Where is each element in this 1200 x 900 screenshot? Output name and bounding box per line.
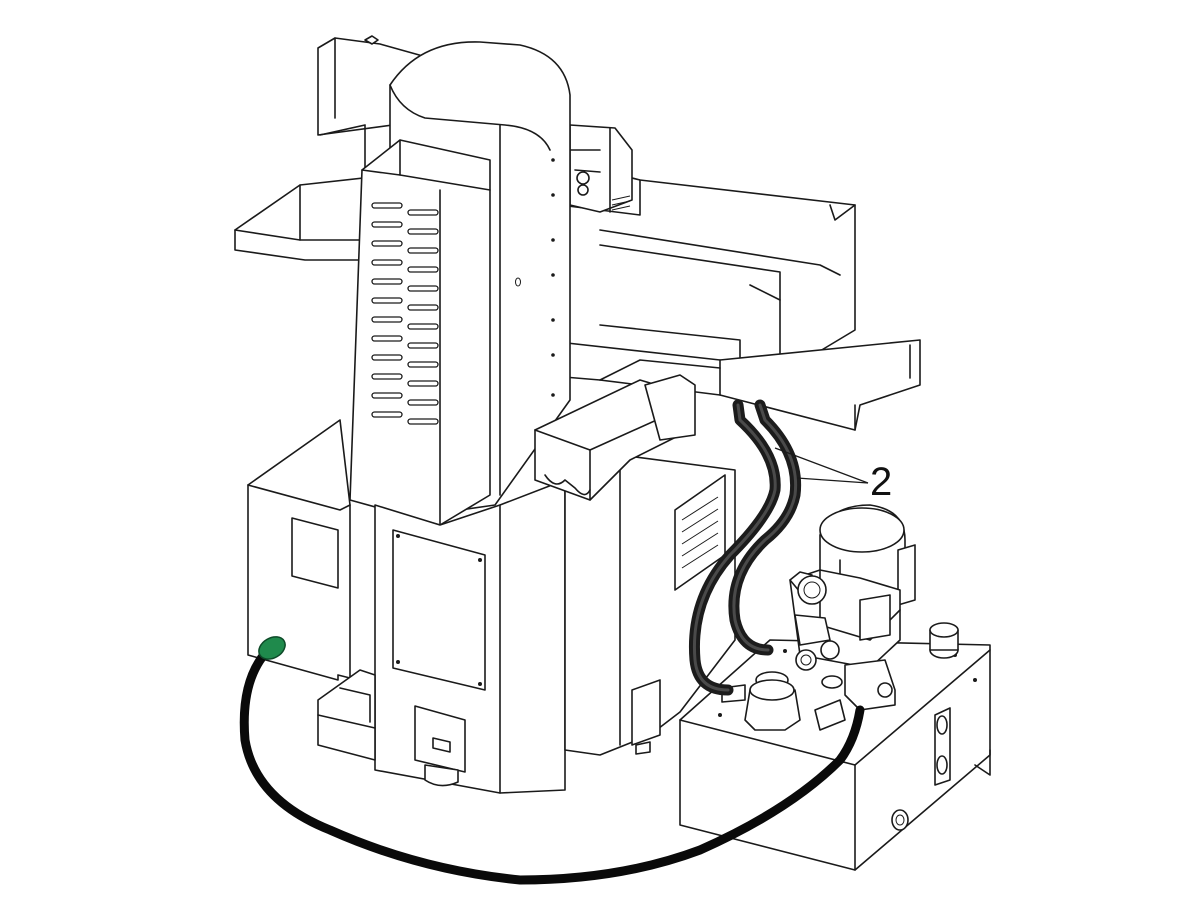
pressure-filter bbox=[721, 671, 846, 731]
return-hose bbox=[239, 636, 865, 885]
upper-drive-motor bbox=[569, 124, 633, 213]
clamp-block bbox=[534, 374, 696, 501]
callout-leader-lines bbox=[774, 447, 869, 484]
right-lower-cabinet bbox=[564, 454, 736, 756]
callout-number-2: 2 bbox=[870, 460, 893, 504]
valve-manifold bbox=[789, 569, 901, 711]
louvered-cover bbox=[349, 139, 491, 526]
left-electrical-cabinet bbox=[247, 419, 376, 761]
base-cabinet bbox=[374, 479, 566, 794]
oil-filler-cap bbox=[929, 622, 959, 659]
hose-green-end-cap bbox=[258, 636, 286, 660]
hydraulic-hose-pair bbox=[688, 399, 802, 696]
upper-frame-tray bbox=[559, 159, 856, 376]
